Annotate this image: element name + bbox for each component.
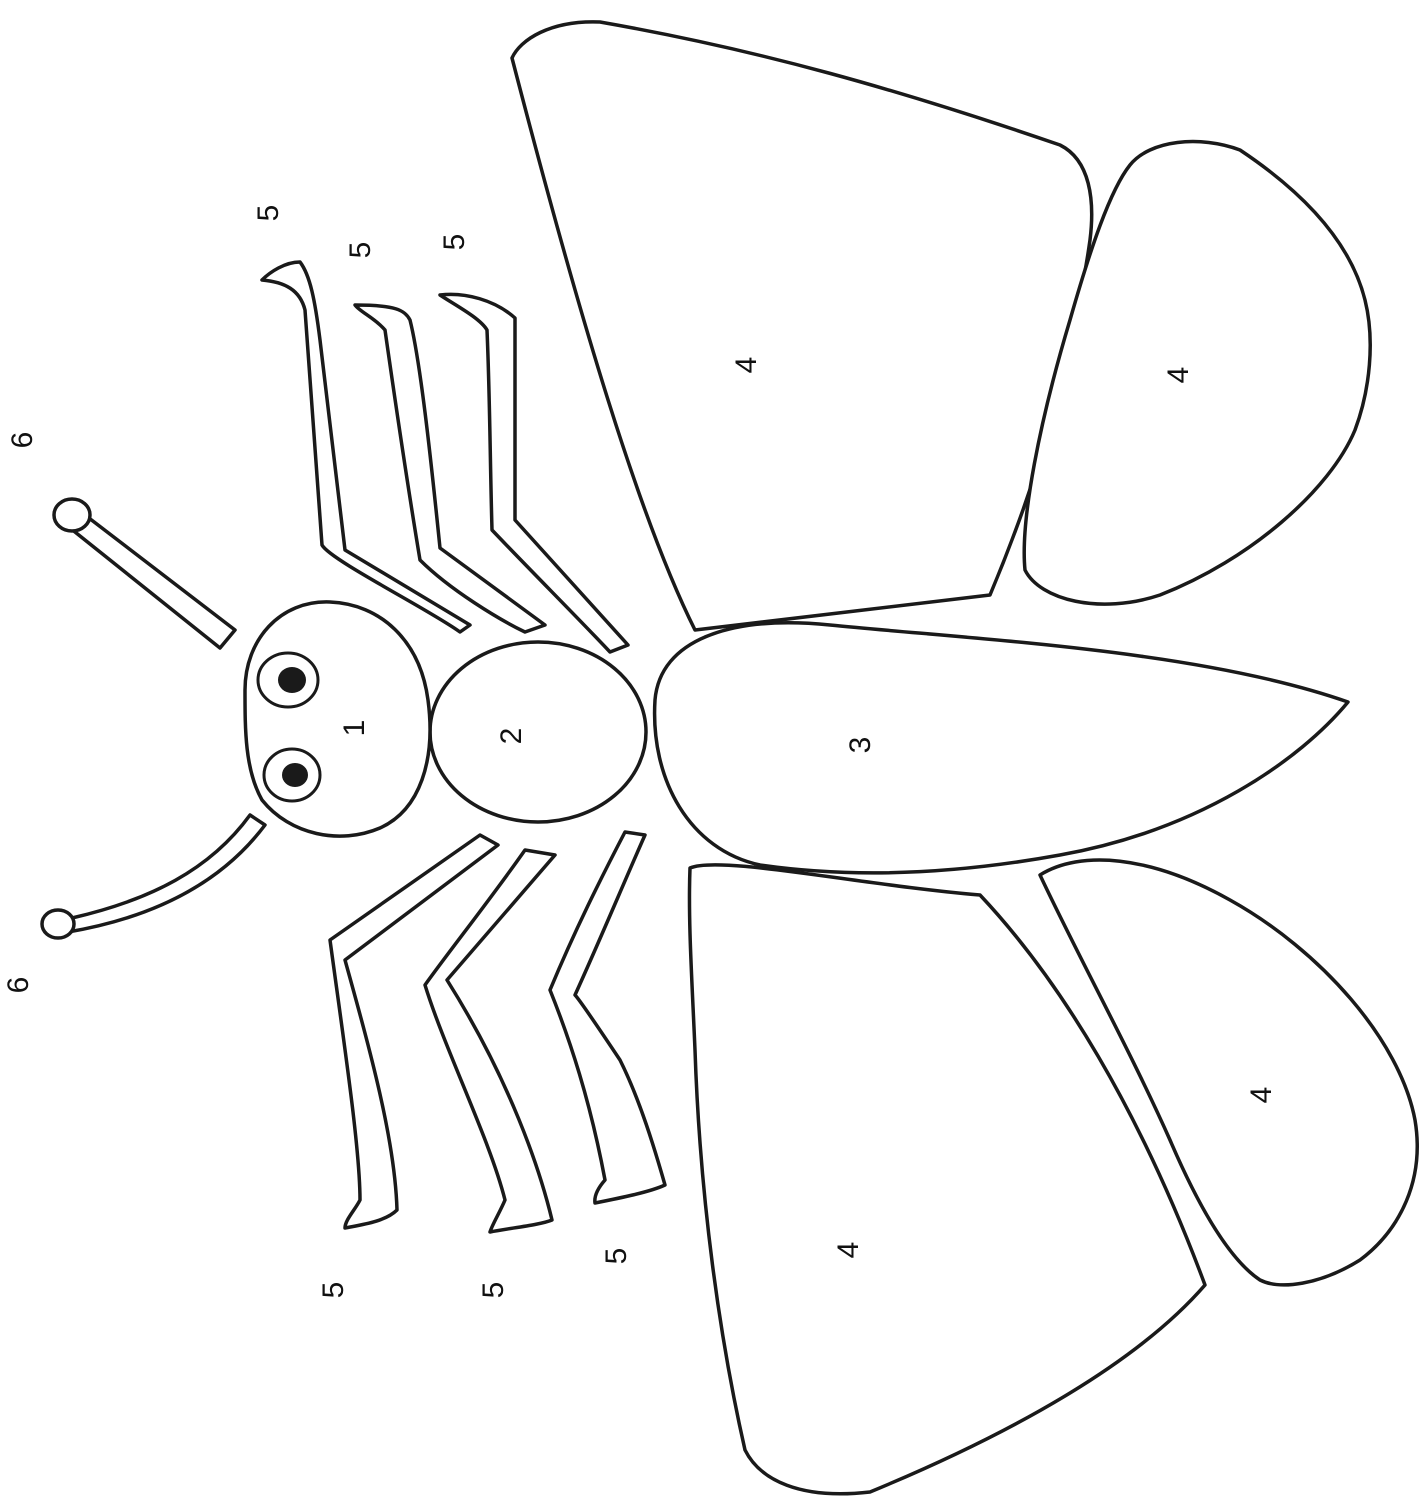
label-wing-top-2: 4	[1162, 367, 1195, 384]
label-leg-bottom-2: 5	[477, 1282, 510, 1299]
thorax	[430, 642, 646, 822]
leg-bottom-3	[550, 832, 665, 1203]
head	[245, 602, 430, 836]
antenna-top	[70, 515, 235, 648]
eye-bottom-icon	[264, 749, 320, 801]
forewing-top	[512, 22, 1092, 630]
label-wing-bottom-2: 4	[1245, 1087, 1278, 1104]
label-leg-bottom-3: 5	[600, 1248, 633, 1265]
antenna-top-tip	[54, 499, 90, 531]
eye-top-icon	[258, 653, 318, 707]
label-abdomen: 3	[844, 737, 877, 754]
label-leg-top-3: 5	[438, 234, 471, 251]
leg-bottom-2	[425, 850, 555, 1232]
label-antenna-top: 6	[6, 432, 39, 449]
label-leg-top-2: 5	[344, 242, 377, 259]
label-wing-bottom-1: 4	[832, 1242, 865, 1259]
label-head: 1	[338, 720, 371, 737]
label-wing-top-1: 4	[730, 357, 763, 374]
antenna-bottom-tip	[42, 910, 74, 938]
label-leg-bottom-1: 5	[317, 1282, 350, 1299]
label-thorax: 2	[495, 728, 528, 745]
antenna-bottom	[68, 815, 265, 932]
abdomen	[655, 623, 1348, 873]
label-leg-top-1: 5	[252, 205, 285, 222]
label-antenna-bottom: 6	[2, 977, 35, 994]
